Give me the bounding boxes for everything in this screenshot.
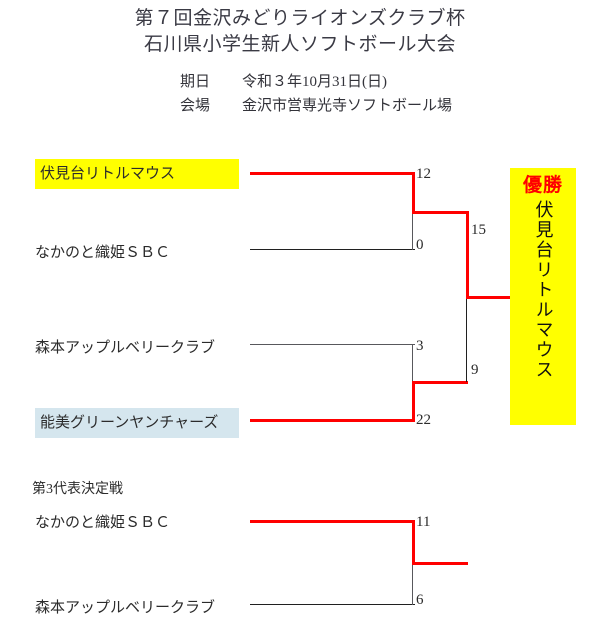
bracket-line-team4-horizontal xyxy=(250,419,415,422)
score-match2-bottom: 22 xyxy=(416,412,431,428)
bracket-line-team3-horizontal xyxy=(250,344,415,345)
event-venue-row: 会場 金沢市営専光寺ソフトボール場 xyxy=(180,94,452,118)
score-final-top: 15 xyxy=(471,222,486,238)
event-venue-label: 会場 xyxy=(180,98,211,114)
playoff-section-title: 第3代表決定戦 xyxy=(32,482,123,497)
event-info: 期日 令和３年10月31日(日) 会場 金沢市営専光寺ソフトボール場 xyxy=(180,70,452,118)
bracket-team-3: 森本アップルベリークラブ xyxy=(35,340,216,356)
playoff-team-1: なかのと織姫ＳＢＣ xyxy=(35,515,171,531)
bracket-line-final-top xyxy=(412,211,468,214)
event-date-row: 期日 令和３年10月31日(日) xyxy=(180,70,452,94)
bracket-connector-match2-winner xyxy=(412,381,415,421)
playoff-line-winner-exit xyxy=(412,562,468,565)
score-match2-top: 3 xyxy=(416,338,424,354)
champion-box: 優勝 伏見台リトルマウス xyxy=(510,168,576,425)
page-title: 第７回金沢みどりライオンズクラブ杯 石川県小学生新人ソフトボール大会 xyxy=(0,6,600,58)
event-date-value: 令和３年10月31日(日) xyxy=(242,74,387,90)
bracket-line-final-bottom xyxy=(412,381,468,384)
bracket-connector-match2-loser xyxy=(412,344,413,383)
score-final-bottom: 9 xyxy=(471,362,479,378)
score-match1-bottom: 0 xyxy=(416,237,424,253)
bracket-connector-match1-winner xyxy=(412,172,415,212)
bracket-team-1: 伏見台リトルマウス xyxy=(35,159,239,189)
playoff-line-team1-horizontal xyxy=(250,520,415,523)
playoff-connector-winner xyxy=(412,520,415,563)
bracket-line-team1-horizontal xyxy=(250,172,415,175)
bracket-connector-final-winner xyxy=(466,211,469,299)
bracket-line-team2-horizontal xyxy=(250,249,415,250)
score-playoff-bottom: 6 xyxy=(416,592,424,608)
score-match1-top: 12 xyxy=(416,166,431,182)
event-venue-value: 金沢市営専光寺ソフトボール場 xyxy=(242,98,453,114)
event-date-label: 期日 xyxy=(180,74,211,90)
champion-name: 伏見台リトルマウス xyxy=(533,200,554,380)
bracket-team-2: なかのと織姫ＳＢＣ xyxy=(35,245,171,261)
score-playoff-top: 11 xyxy=(416,514,431,530)
bracket-connector-match1-loser xyxy=(412,211,413,250)
bracket-connector-final-loser xyxy=(466,297,467,382)
playoff-connector-loser xyxy=(412,562,413,605)
champion-label: 優勝 xyxy=(522,175,563,196)
playoff-team-2: 森本アップルベリークラブ xyxy=(35,600,216,616)
playoff-line-team2-horizontal xyxy=(250,604,415,605)
title-line-2: 石川県小学生新人ソフトボール大会 xyxy=(143,34,456,55)
title-line-1: 第７回金沢みどりライオンズクラブ杯 xyxy=(134,8,466,29)
bracket-line-champion-feed xyxy=(466,296,512,299)
bracket-team-4: 能美グリーンヤンチャーズ xyxy=(35,408,239,438)
